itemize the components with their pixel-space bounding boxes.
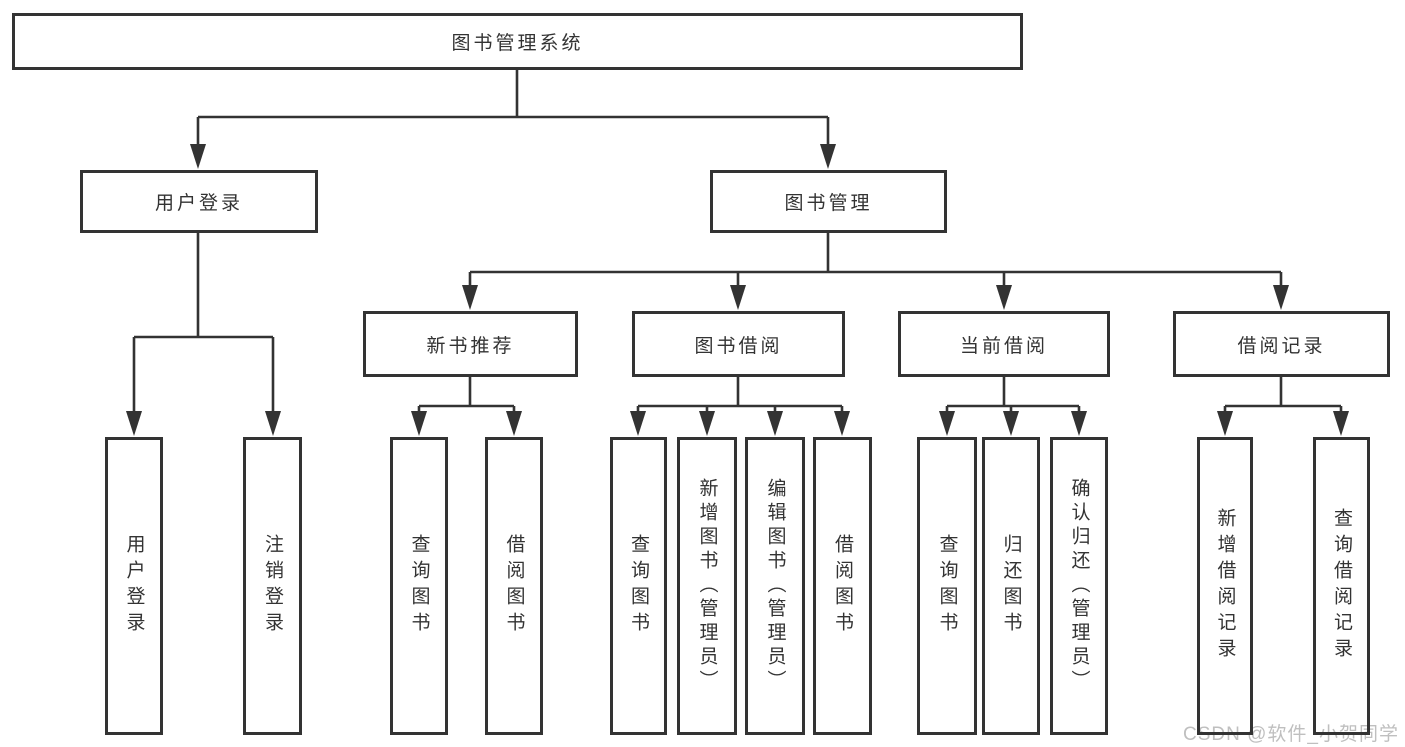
csdn-watermark: CSDN @软件_小贺同学 xyxy=(1183,724,1399,745)
leaf-confirm-return-admin: 确认归还（管理员） xyxy=(1050,437,1108,735)
leaf-query-books-3: 查询图书 xyxy=(917,437,977,735)
leaf-borrow-books-2: 借阅图书 xyxy=(813,437,872,735)
leaf-query-books-2: 查询图书 xyxy=(610,437,667,735)
leaf-add-borrow-record: 新增借阅记录 xyxy=(1197,437,1253,735)
node-user-login: 用户登录 xyxy=(80,170,318,233)
leaf-edit-books-admin: 编辑图书（管理员） xyxy=(745,437,805,735)
leaf-query-borrow-record: 查询借阅记录 xyxy=(1313,437,1370,735)
node-borrowing-records: 借阅记录 xyxy=(1173,311,1390,377)
leaf-user-login: 用户登录 xyxy=(105,437,163,735)
leaf-logout: 注销登录 xyxy=(243,437,302,735)
node-root: 图书管理系统 xyxy=(12,13,1023,70)
leaf-add-books-admin: 新增图书（管理员） xyxy=(677,437,737,735)
arrowheads xyxy=(126,144,1349,436)
node-book-management: 图书管理 xyxy=(710,170,947,233)
node-book-borrowing: 图书借阅 xyxy=(632,311,845,377)
leaf-borrow-books-1: 借阅图书 xyxy=(485,437,543,735)
leaf-query-books-1: 查询图书 xyxy=(390,437,448,735)
leaf-return-books: 归还图书 xyxy=(982,437,1040,735)
node-new-book-recommend: 新书推荐 xyxy=(363,311,578,377)
node-current-borrowing: 当前借阅 xyxy=(898,311,1110,377)
